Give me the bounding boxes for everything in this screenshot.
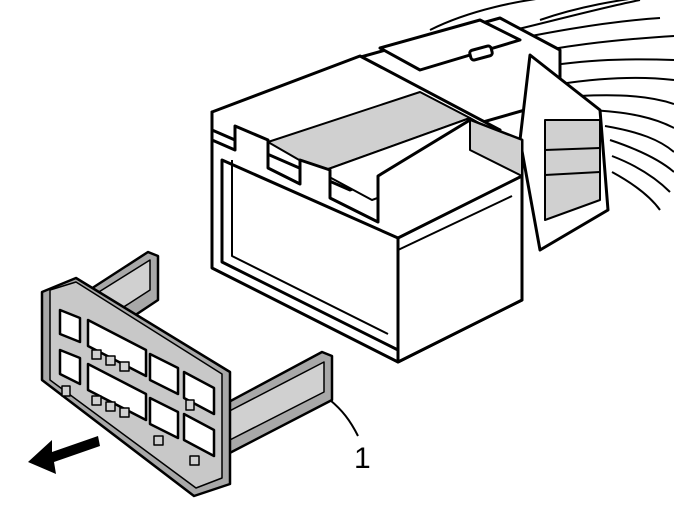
connector-front-face [210,110,524,364]
callout-leader-line [329,399,359,437]
callout-number-1: 1 [354,442,371,475]
connector-position-assurance-lock [40,250,334,498]
removal-direction-arrow-icon [28,436,100,474]
